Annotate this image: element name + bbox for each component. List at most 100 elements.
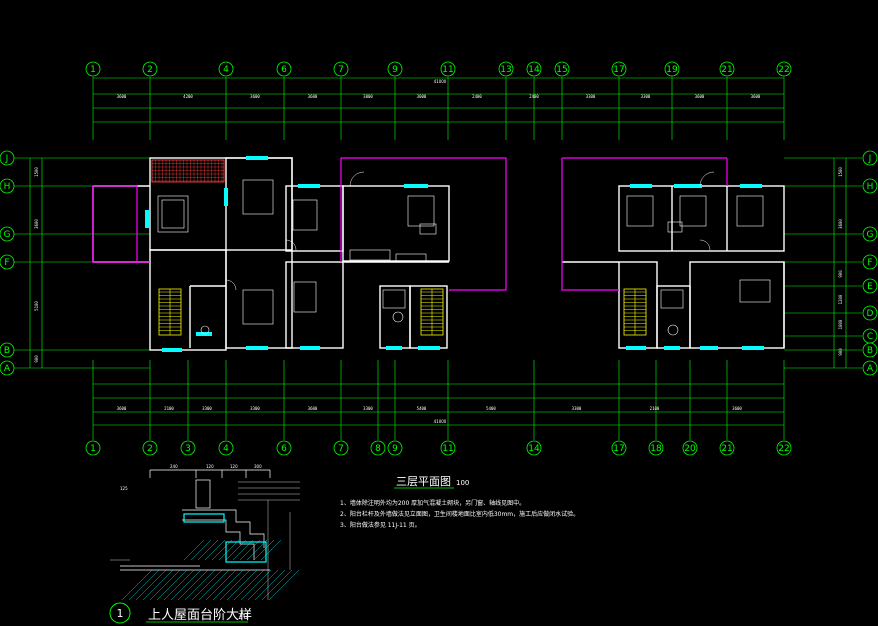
right-dimension-value: 3600 <box>838 219 843 229</box>
detail-number: 1 <box>117 607 124 620</box>
axis-bubble-top-14: 14 <box>526 61 542 77</box>
top-dimension-value: 4200 <box>183 94 193 99</box>
axis-bubble-left-B: B <box>0 342 15 358</box>
bottom-overall-dimension: 41000 <box>434 419 447 424</box>
svg-text:H: H <box>867 182 874 192</box>
note-line-3: 3、阳台做法参见 11J-11 页。 <box>340 521 421 529</box>
detail-dim-label: 240 <box>170 464 178 469</box>
svg-text:B: B <box>4 346 10 356</box>
axis-bubble-right-D: D <box>862 305 878 321</box>
axis-bubble-right-B: B <box>862 342 878 358</box>
axis-bubble-top-15: 15 <box>554 61 570 77</box>
svg-text:17: 17 <box>613 444 624 454</box>
top-dimension-value: 3300 <box>586 94 596 99</box>
bottom-dimension-value: 2100 <box>164 406 174 411</box>
axis-bubble-right-F: F <box>862 254 878 270</box>
svg-text:E: E <box>867 282 873 292</box>
axis-grid-lines <box>14 77 862 440</box>
right-dimension-value: 1200 <box>838 294 843 304</box>
svg-text:9: 9 <box>392 65 398 75</box>
svg-text:22: 22 <box>778 65 789 75</box>
bottom-dimension-value: 2100 <box>650 406 660 411</box>
top-dimension-value: 3000 <box>363 94 373 99</box>
axis-bubble-top-11: 11 <box>440 61 456 77</box>
axis-bubble-left-H: H <box>0 178 15 194</box>
svg-text:7: 7 <box>338 444 344 454</box>
svg-text:3: 3 <box>185 444 191 454</box>
bottom-dimension-value: 3600 <box>732 406 742 411</box>
axis-bubble-top-22: 22 <box>776 61 792 77</box>
top-dimension-value: 3600 <box>695 94 705 99</box>
axis-bubble-top-9: 9 <box>387 61 403 77</box>
right-dimension-value: 900 <box>838 348 843 356</box>
roof-terrace-hatch <box>151 159 225 183</box>
furniture <box>157 179 771 336</box>
svg-text:21: 21 <box>721 65 732 75</box>
axis-bubble-bottom-1: 1 <box>85 440 101 456</box>
svg-text:11: 11 <box>442 444 453 454</box>
axis-bubble-bottom-8: 8 <box>370 440 386 456</box>
left-dimension-value: 900 <box>34 355 39 363</box>
balconies <box>92 157 728 291</box>
svg-text:20: 20 <box>684 444 696 454</box>
detail-dim-label: 125 <box>120 486 128 491</box>
bottom-dimension-value: 3300 <box>363 406 373 411</box>
axis-bubble-top-4: 4 <box>218 61 234 77</box>
svg-text:H: H <box>4 182 11 192</box>
bottom-dimension-lines <box>93 383 784 426</box>
top-dimension-value: 2400 <box>529 94 539 99</box>
left-dimension-value: 5100 <box>34 301 39 311</box>
axis-bubble-right-A: A <box>862 360 878 376</box>
left-dimension-value: 1500 <box>34 167 39 177</box>
svg-text:C: C <box>867 332 873 342</box>
axis-bubble-top-2: 2 <box>142 61 158 77</box>
svg-text:4: 4 <box>223 444 229 454</box>
svg-text:6: 6 <box>281 65 287 75</box>
detail-dim-label: 120 <box>230 464 238 469</box>
bottom-dimension-value: 3300 <box>202 406 212 411</box>
step-detail-drawing: 125 240 120 120 300 <box>110 464 300 601</box>
svg-text:13: 13 <box>500 65 511 75</box>
svg-text:18: 18 <box>650 444 662 454</box>
svg-text:A: A <box>867 364 874 374</box>
axis-bubble-bottom-2: 2 <box>142 440 158 456</box>
axis-bubble-right-G: G <box>862 226 878 242</box>
svg-text:19: 19 <box>666 65 678 75</box>
axis-bubble-bottom-14: 14 <box>526 440 542 456</box>
bottom-dimension-value: 5400 <box>417 406 427 411</box>
svg-text:4: 4 <box>223 65 229 75</box>
axis-bubble-top-1: 1 <box>85 61 101 77</box>
svg-text:7: 7 <box>338 65 344 75</box>
svg-text:G: G <box>4 230 11 240</box>
top-dimension-value: 3600 <box>117 94 127 99</box>
axis-bubble-bottom-11: 11 <box>440 440 456 456</box>
svg-text:6: 6 <box>281 444 287 454</box>
axis-bubble-bottom-9: 9 <box>387 440 403 456</box>
left-dimension-value: 3600 <box>34 219 39 229</box>
axis-bubble-top-21: 21 <box>719 61 735 77</box>
axis-bubble-left-F: F <box>0 254 15 270</box>
bottom-dimension-value: 3300 <box>250 406 260 411</box>
axis-bubble-bottom-4: 4 <box>218 440 234 456</box>
bottom-dimension-value: 3600 <box>117 406 127 411</box>
svg-text:1: 1 <box>90 65 96 75</box>
plan-title: 三层平面图 <box>396 475 451 488</box>
bottom-dimension-value: 5400 <box>486 406 496 411</box>
svg-text:F: F <box>867 258 872 268</box>
svg-text:14: 14 <box>528 444 540 454</box>
detail-dim-label: 300 <box>254 464 262 469</box>
stair-treads <box>159 289 646 335</box>
svg-text:F: F <box>4 258 9 268</box>
axis-bubble-top-17: 17 <box>611 61 627 77</box>
axis-bubble-bottom-7: 7 <box>333 440 349 456</box>
svg-text:2: 2 <box>147 65 153 75</box>
axis-bubble-right-H: H <box>862 178 878 194</box>
axis-bubble-left-A: A <box>0 360 15 376</box>
axis-bubble-top-6: 6 <box>276 61 292 77</box>
svg-text:14: 14 <box>528 65 540 75</box>
